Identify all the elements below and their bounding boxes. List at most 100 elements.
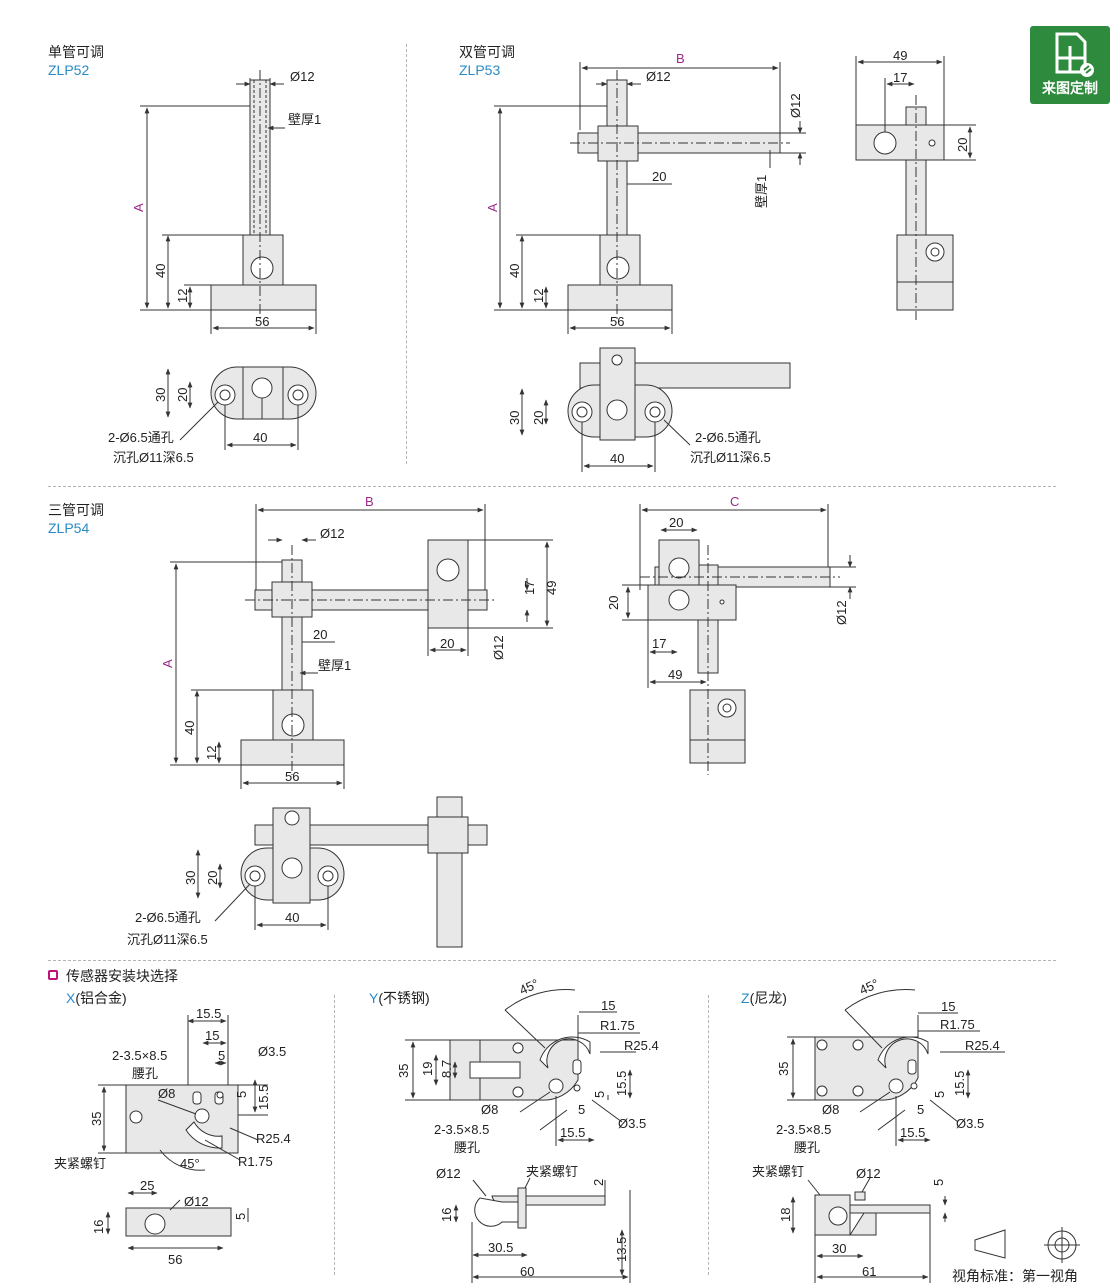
zlp54-dims: [170, 504, 553, 789]
zlp54-dia-label: Ø12: [320, 526, 345, 541]
x-v5-label: 5: [234, 1091, 249, 1098]
zlp54-w40-label: 40: [285, 910, 299, 925]
y-w155-label: 15.5: [560, 1125, 585, 1140]
zlp53-title: 双管可调: [459, 44, 515, 60]
sensor-x-plate: [125, 1084, 239, 1154]
zlp52-h40-label: 40: [153, 264, 168, 278]
y-h135-label: 13.5: [614, 1237, 629, 1262]
drawing-doc-icon: [1055, 32, 1094, 77]
zlp54-wall-label: 壁厚1: [318, 658, 351, 673]
z-slot1-label: 2-3.5×8.5: [776, 1122, 831, 1137]
zlp53-s49-label: 49: [893, 48, 907, 63]
y-d15-label: 15: [601, 998, 615, 1013]
zlp53-top-dims: [519, 388, 691, 472]
zlp52-a-label: A: [131, 203, 146, 212]
zlp52-v20-label: 20: [175, 388, 190, 402]
z-d8-label: Ø8: [822, 1102, 839, 1117]
z-v155-label: 15.5: [952, 1071, 967, 1096]
y-w305-label: 30.5: [488, 1240, 513, 1255]
zlp52-top-view: [210, 366, 317, 420]
x-w25-label: 25: [140, 1178, 154, 1193]
y-v35-label: 35: [396, 1064, 411, 1078]
z-w30-label: 30: [832, 1241, 846, 1256]
sensor-x-material: (铝合金): [75, 990, 127, 1006]
x-d35h-label: Ø3.5: [258, 1044, 286, 1059]
sensor-z-material: (尼龙): [749, 990, 787, 1006]
zlp53-dia-v-label: Ø12: [788, 93, 803, 118]
zlp54-c20v-label: 20: [606, 596, 621, 610]
z-r175-label: R1.75: [940, 1017, 975, 1032]
x-h5-label: 5: [233, 1213, 248, 1220]
zlp53-v20-label: 20: [531, 411, 546, 425]
x-d8-label: Ø8: [158, 1086, 175, 1101]
sensor-z-dims: [787, 989, 1005, 1283]
zlp53-front-view: [567, 70, 790, 320]
z-h18-label: 18: [778, 1208, 793, 1222]
z-h5-label: 5: [931, 1179, 946, 1186]
zlp54-r49-label: 49: [544, 581, 559, 595]
y-slot1-label: 2-3.5×8.5: [434, 1122, 489, 1137]
z-v35-label: 35: [776, 1062, 791, 1076]
zlp54-b-label: B: [365, 494, 374, 509]
y-h16-label: 16: [439, 1208, 454, 1222]
zlp53-h12-label: 12: [531, 289, 546, 303]
zlp54-h40-label: 40: [182, 721, 197, 735]
y-d8-label: Ø8: [481, 1102, 498, 1117]
z-d15-label: 15: [941, 999, 955, 1014]
zlp52-model: ZLP52: [48, 62, 90, 78]
zlp53-side-dims: [855, 56, 976, 161]
z-screw-label: 夹紧螺钉: [752, 1164, 804, 1179]
x-d155-label: 15.5: [196, 1006, 221, 1021]
z-d35h-label: Ø3.5: [956, 1116, 984, 1131]
sensor-y-title: Y(不锈钢): [369, 990, 430, 1006]
zlp54-c20-label: 20: [669, 515, 683, 530]
view-standard: 视角标准：第一视角: [952, 1268, 1078, 1284]
x-ang-label: 45°: [180, 1156, 200, 1171]
y-r254-label: R25.4: [624, 1038, 659, 1053]
zlp53-top-view: [567, 347, 791, 441]
zlp54-d20-label: 20: [313, 627, 327, 642]
zlp52-hole-label: 2-Ø6.5通孔: [108, 430, 174, 445]
zlp53-s17-label: 17: [893, 70, 907, 85]
y-w5-label: 5: [578, 1102, 585, 1117]
zlp54-cbore-label: 沉孔Ø11深6.5: [127, 932, 208, 947]
zlp52-h12-label: 12: [175, 289, 190, 303]
zlp53-b-label: B: [676, 51, 685, 66]
zlp53-cbore-label: 沉孔Ø11深6.5: [690, 450, 771, 465]
sensor-x-side: [125, 1207, 232, 1237]
z-r254-label: R25.4: [965, 1038, 1000, 1053]
zlp54-r17-label: 17: [522, 581, 537, 595]
zlp53-w40-label: 40: [610, 451, 624, 466]
zlp54-model: ZLP54: [48, 520, 90, 536]
z-slot2-label: 腰孔: [794, 1140, 820, 1155]
zlp54-v20-label: 20: [205, 871, 220, 885]
zlp54-title: 三管可调: [48, 502, 104, 518]
x-h16-label: 16: [91, 1220, 106, 1234]
x-slot1-label: 2-3.5×8.5: [112, 1048, 167, 1063]
zlp52-wall-label: 壁厚1: [288, 112, 321, 127]
zlp52-w56-label: 56: [255, 314, 269, 329]
y-v5-label: 5: [592, 1091, 607, 1098]
zlp54-cdia-label: Ø12: [834, 600, 849, 625]
zlp53-wall-label: 壁厚1: [754, 175, 769, 208]
sensor-x-title: X(铝合金): [66, 990, 127, 1006]
zlp53-h40-label: 40: [507, 264, 522, 278]
separator-vertical: [708, 995, 709, 1275]
zlp52-w40-label: 40: [253, 430, 267, 445]
separator-vertical: [334, 995, 335, 1275]
sensor-y-plate: [449, 1036, 591, 1101]
zlp54-c17-label: 17: [652, 636, 666, 651]
zlp52-top-dims: [165, 368, 299, 450]
x-screw-label: 夹紧螺钉: [54, 1156, 106, 1171]
x-v35-label: 35: [89, 1112, 104, 1126]
z-w5-label: 5: [917, 1102, 924, 1117]
z-d12-label: Ø12: [856, 1166, 881, 1181]
zlp54-h12-label: 12: [204, 746, 219, 760]
y-d12-label: Ø12: [436, 1166, 461, 1181]
zlp52-dims: [140, 78, 317, 334]
zlp53-v30-label: 30: [507, 411, 522, 425]
y-w60-label: 60: [520, 1264, 534, 1279]
sensor-z-code: Z: [741, 990, 750, 1006]
custom-drawing-badge[interactable]: 来图定制: [1030, 26, 1110, 104]
